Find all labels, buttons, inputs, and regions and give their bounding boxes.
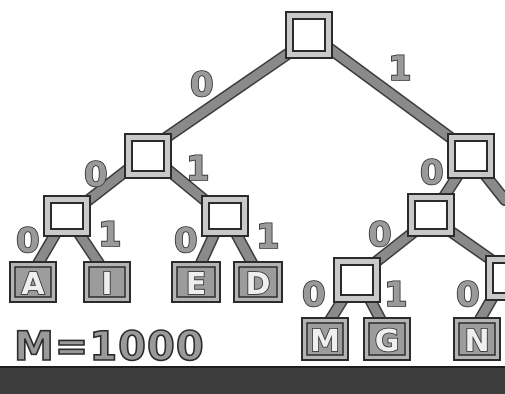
tree-leaves: A I E D M G N	[9, 261, 501, 361]
edge-root-right	[313, 35, 475, 157]
label-r-left: 0	[420, 153, 444, 193]
leaf-i-letter: I	[101, 267, 112, 302]
label-ll-left: 0	[16, 221, 40, 261]
leaf-d-letter: D	[246, 267, 271, 302]
edge-labels: 0 1 0 1 0 1 0 1 0 0 0 1 0	[15, 48, 480, 316]
label-rlr-left: 0	[456, 275, 480, 315]
leaf-n-letter: N	[464, 324, 489, 359]
node-rl	[407, 193, 455, 237]
edge-root-left	[143, 35, 313, 155]
leaf-a-letter: A	[21, 267, 45, 302]
label-l-left: 0	[84, 155, 108, 195]
message-caption: M=1000	[13, 323, 205, 371]
leaf-m: M	[301, 317, 349, 361]
label-ll-right: 1	[98, 215, 122, 255]
label-root-left: 0	[190, 65, 214, 105]
leaf-m-letter: M	[310, 324, 340, 359]
label-lr-left: 0	[174, 221, 198, 261]
label-rll-left: 0	[302, 275, 326, 315]
label-lr-right: 1	[256, 217, 280, 257]
tree-internal-nodes	[43, 11, 505, 303]
leaf-i: I	[83, 261, 131, 303]
label-root-right: 1	[388, 49, 412, 89]
node-lr	[201, 195, 249, 237]
label-l-right: 1	[186, 149, 210, 189]
leaf-g: G	[363, 317, 411, 361]
node-l	[124, 133, 172, 179]
leaf-e-letter: E	[186, 267, 207, 302]
node-root	[285, 11, 333, 59]
node-r	[447, 133, 495, 179]
node-rll	[333, 257, 381, 303]
leaf-n: N	[453, 317, 501, 361]
leaf-g-letter: G	[375, 324, 400, 359]
leaf-e: E	[171, 261, 221, 303]
node-ll	[43, 195, 91, 237]
node-rlr	[485, 255, 505, 301]
label-rll-right: 1	[384, 275, 408, 315]
floor-bar	[0, 366, 505, 394]
label-rl-left: 0	[368, 215, 392, 255]
leaf-d: D	[233, 261, 283, 303]
leaf-a: A	[9, 261, 57, 303]
